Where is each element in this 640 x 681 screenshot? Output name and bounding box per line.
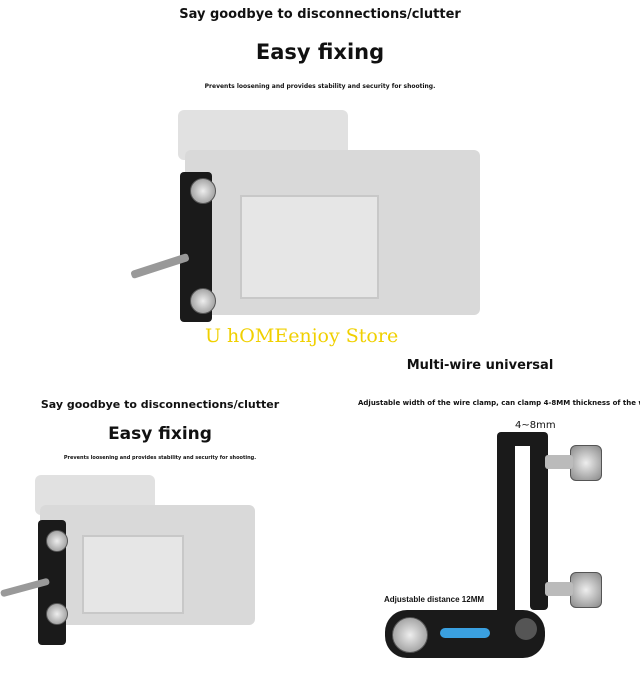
bottom-left-title: Easy fixing	[108, 424, 212, 444]
bottom-left-subtitle: Prevents loosening and provides stabilit…	[63, 455, 257, 461]
bottom-right-title: Multi-wire universal	[406, 358, 554, 373]
top-title: Easy fixing	[255, 40, 385, 64]
top-subtitle: Prevents loosening and provides stabilit…	[204, 83, 436, 90]
top-headline: Say goodbye to disconnections/clutter	[179, 7, 461, 22]
bottom-right-subtitle: Adjustable width of the wire clamp, can …	[358, 399, 640, 407]
width-label: 4~8mm	[515, 420, 556, 431]
watermark: U hOMEenjoy Store	[205, 325, 399, 347]
arrow-icon	[440, 628, 490, 638]
bottom-left-headline: Say goodbye to disconnections/clutter	[40, 398, 280, 411]
distance-label: Adjustable distance 12MM	[383, 595, 486, 604]
